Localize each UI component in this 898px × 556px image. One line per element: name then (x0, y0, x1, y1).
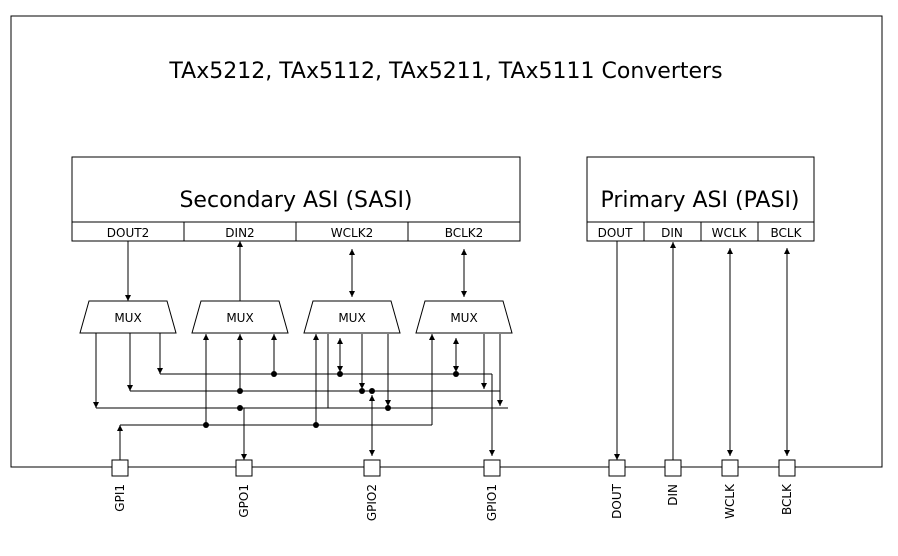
junction-dots (203, 371, 459, 428)
pin-label-bclk: BCLK (780, 483, 794, 515)
mux-4-legs (429, 334, 503, 425)
pin-squares (111, 459, 796, 477)
pasi-signal-bclk: BCLK (771, 226, 803, 240)
pin-label-gpio2: GPIO2 (365, 484, 379, 521)
pin-dout (608, 459, 626, 477)
pin-gpo1 (235, 459, 253, 477)
pin-label-gpi1: GPI1 (113, 484, 127, 512)
pin-bclk (778, 459, 796, 477)
pin-gpi1 (111, 459, 129, 477)
pin-label-din: DIN (666, 484, 680, 506)
pin-label-dout: DOUT (610, 483, 624, 518)
mux-2-legs (203, 334, 277, 425)
gpio-pin-links (117, 374, 495, 460)
pasi-signal-dout: DOUT (598, 226, 633, 240)
routing-buses (96, 373, 508, 426)
pasi-pin-links (614, 241, 790, 460)
sasi-block: Secondary ASI (SASI) DOUT2 DIN2 WCLK2 BC… (71, 156, 521, 242)
mux-1-label: MUX (114, 311, 141, 325)
sasi-signal-din2: DIN2 (225, 226, 254, 240)
mux-4: MUX (415, 300, 513, 334)
chip-title: TAx5212, TAx5112, TAx5211, TAx5111 Conve… (168, 59, 722, 84)
sasi-signal-wclk2: WCLK2 (331, 226, 373, 240)
mux-1: MUX (79, 300, 177, 334)
mux-3: MUX (303, 300, 401, 334)
pasi-signal-din: DIN (661, 226, 683, 240)
mux-3-label: MUX (338, 311, 365, 325)
pin-din (664, 459, 682, 477)
mux-2: MUX (191, 300, 289, 334)
pin-label-gpio1: GPIO1 (485, 484, 499, 521)
sasi-signal-bclk2: BCLK2 (445, 226, 484, 240)
pin-gpio1 (483, 459, 501, 477)
pasi-label: Primary ASI (PASI) (600, 188, 799, 213)
mux-3-legs (313, 334, 391, 425)
mux-2-label: MUX (226, 311, 253, 325)
mux-4-label: MUX (450, 311, 477, 325)
pin-gpio2 (363, 459, 381, 477)
pasi-signal-wclk: WCLK (712, 226, 748, 240)
pin-label-gpo1: GPO1 (237, 484, 251, 518)
sasi-label: Secondary ASI (SASI) (179, 188, 412, 213)
sasi-signal-dout2: DOUT2 (107, 226, 149, 240)
pin-labels: GPI1 GPO1 GPIO2 GPIO1 DOUT DIN WCLK BCLK (113, 483, 794, 521)
pin-label-wclk: WCLK (723, 483, 737, 519)
pasi-block: Primary ASI (PASI) DOUT DIN WCLK BCLK (586, 156, 815, 242)
mux-1-legs (93, 333, 163, 408)
pin-wclk (721, 459, 739, 477)
sasi-mux-links (125, 241, 467, 301)
